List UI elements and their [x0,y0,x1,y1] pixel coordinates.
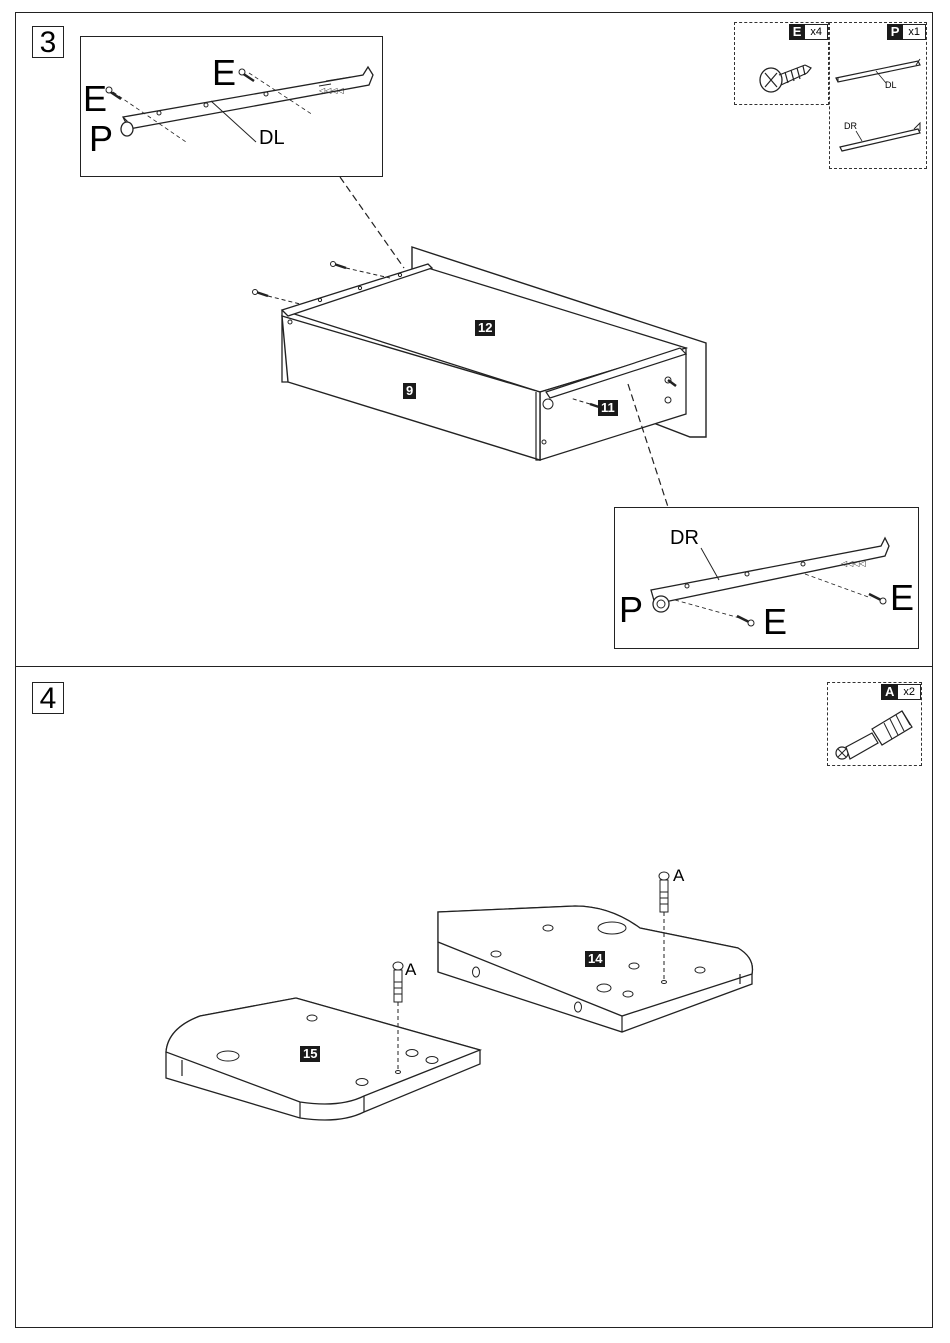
part-label-9: 9 [403,383,416,399]
dowel-label-a-left: A [405,960,416,980]
label-e-right: E [890,580,914,616]
label-dr: DR [670,528,699,548]
part-label-15: 15 [300,1046,320,1062]
part-label-12: 12 [475,320,495,336]
label-e-lower: E [763,604,787,640]
label-p-right: P [619,592,643,628]
part-label-14: 14 [585,951,605,967]
panels-drawing [0,666,950,1343]
part-label-11: 11 [598,400,618,416]
detail-right-runner: ◁◁◁◁ DR E E P [614,507,919,649]
svg-text:◁◁◁◁: ◁◁◁◁ [841,559,866,568]
dowel-label-a-right: A [673,866,684,886]
